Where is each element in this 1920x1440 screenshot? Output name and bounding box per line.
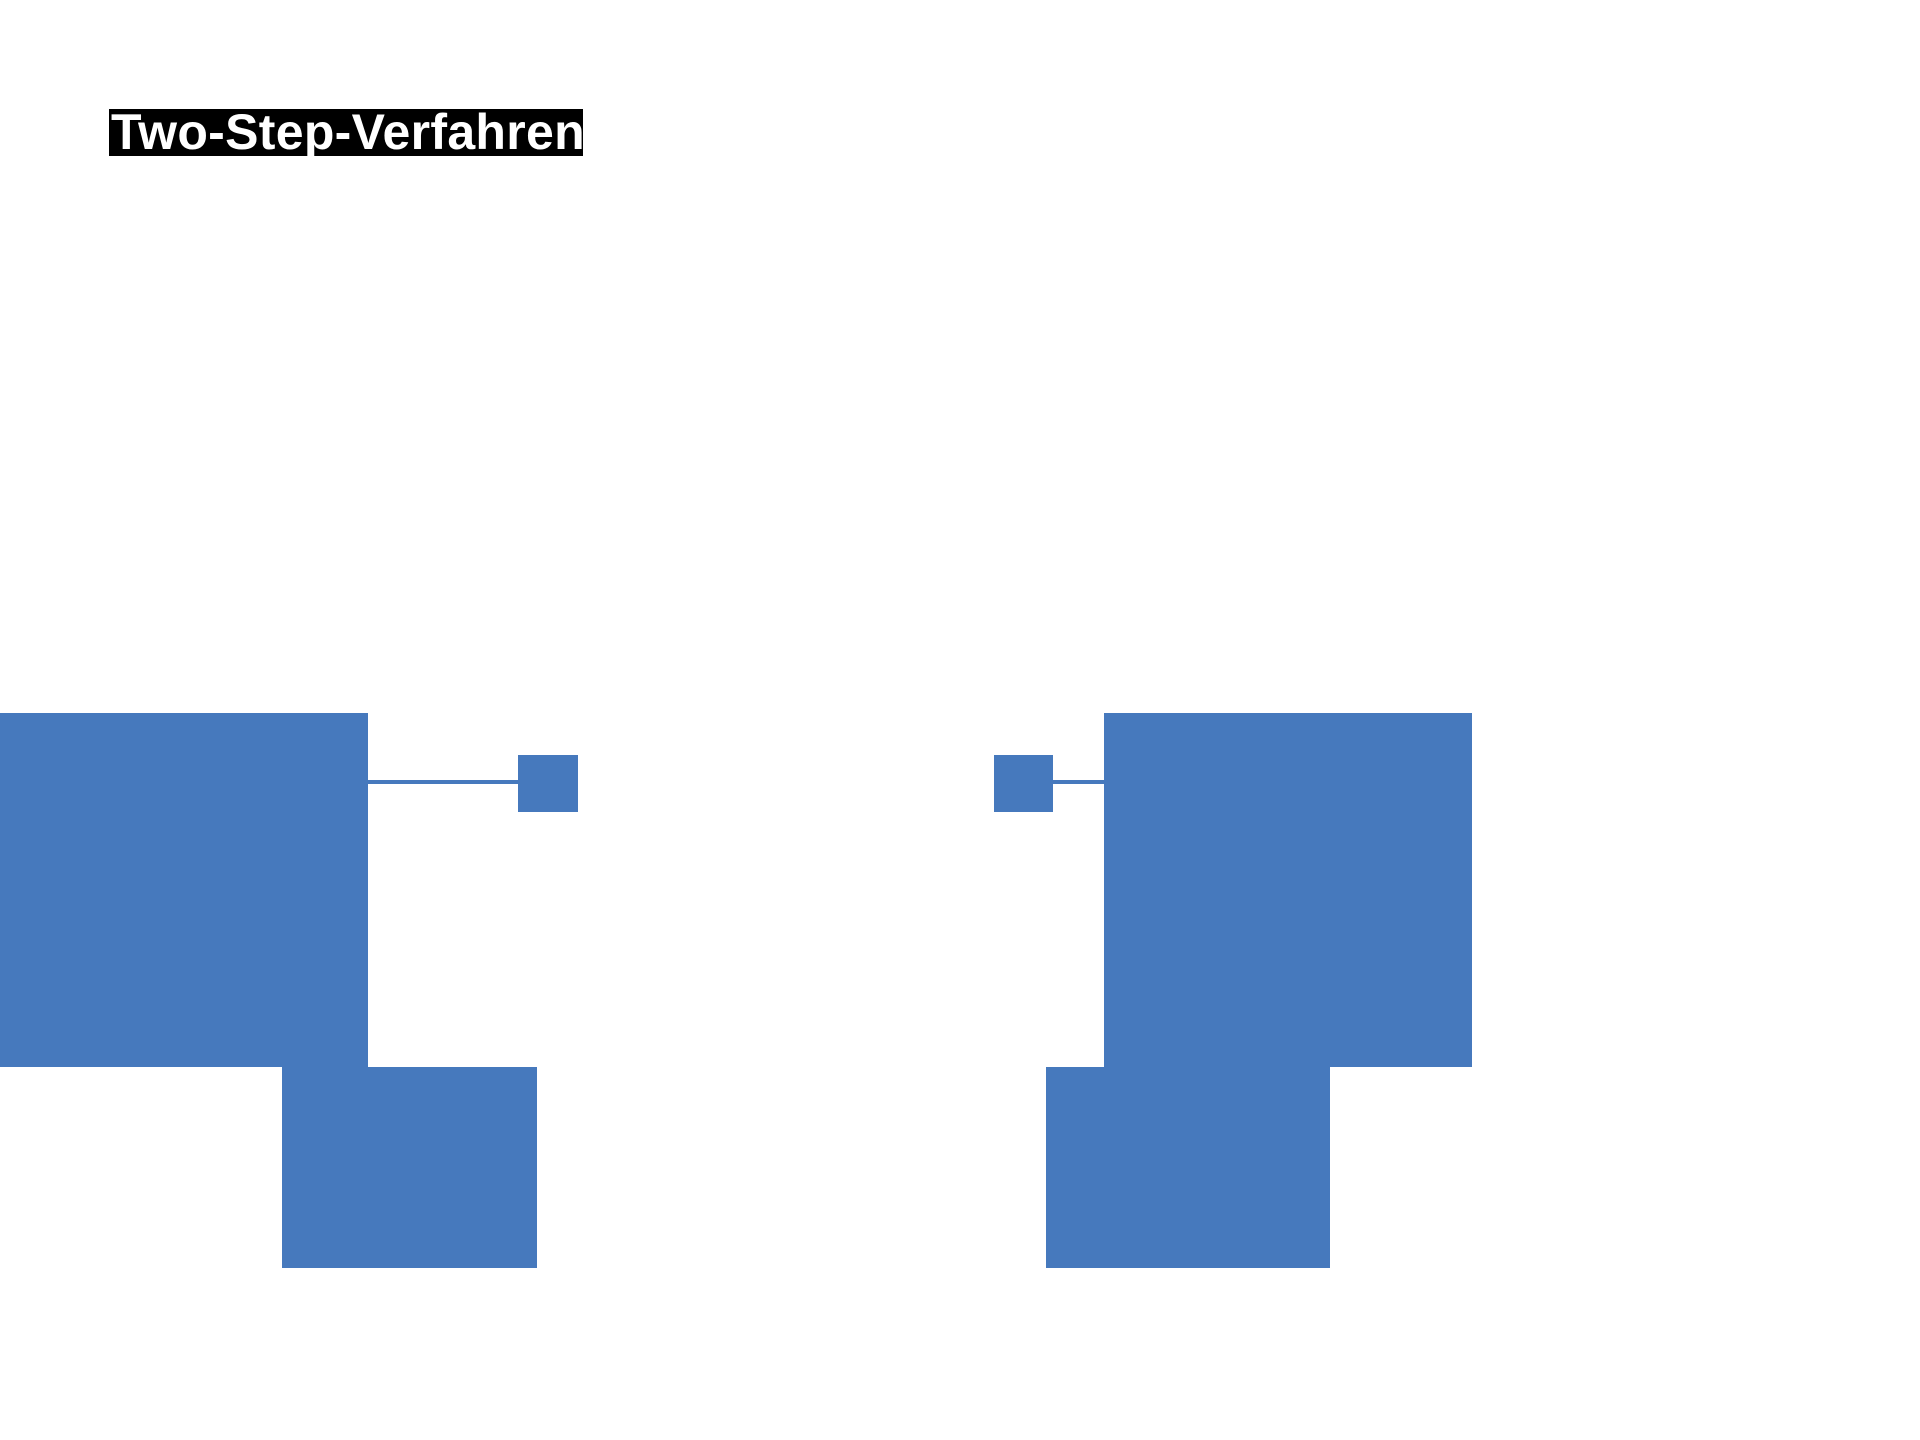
- title-highlight-box: Two-Step-Verfahren: [109, 104, 585, 160]
- left-large-rectangle-shape: [0, 713, 368, 1067]
- right-large-rectangle-shape: [1104, 713, 1472, 1067]
- left-callout-square-shape: [518, 755, 578, 812]
- right-bottom-rectangle-shape: [1046, 1067, 1330, 1268]
- left-connector-line: [368, 780, 518, 784]
- left-bottom-rectangle-shape: [282, 1067, 537, 1268]
- page-title: Two-Step-Verfahren: [111, 104, 585, 160]
- right-callout-square-shape: [994, 755, 1053, 812]
- right-connector-line: [1053, 780, 1104, 784]
